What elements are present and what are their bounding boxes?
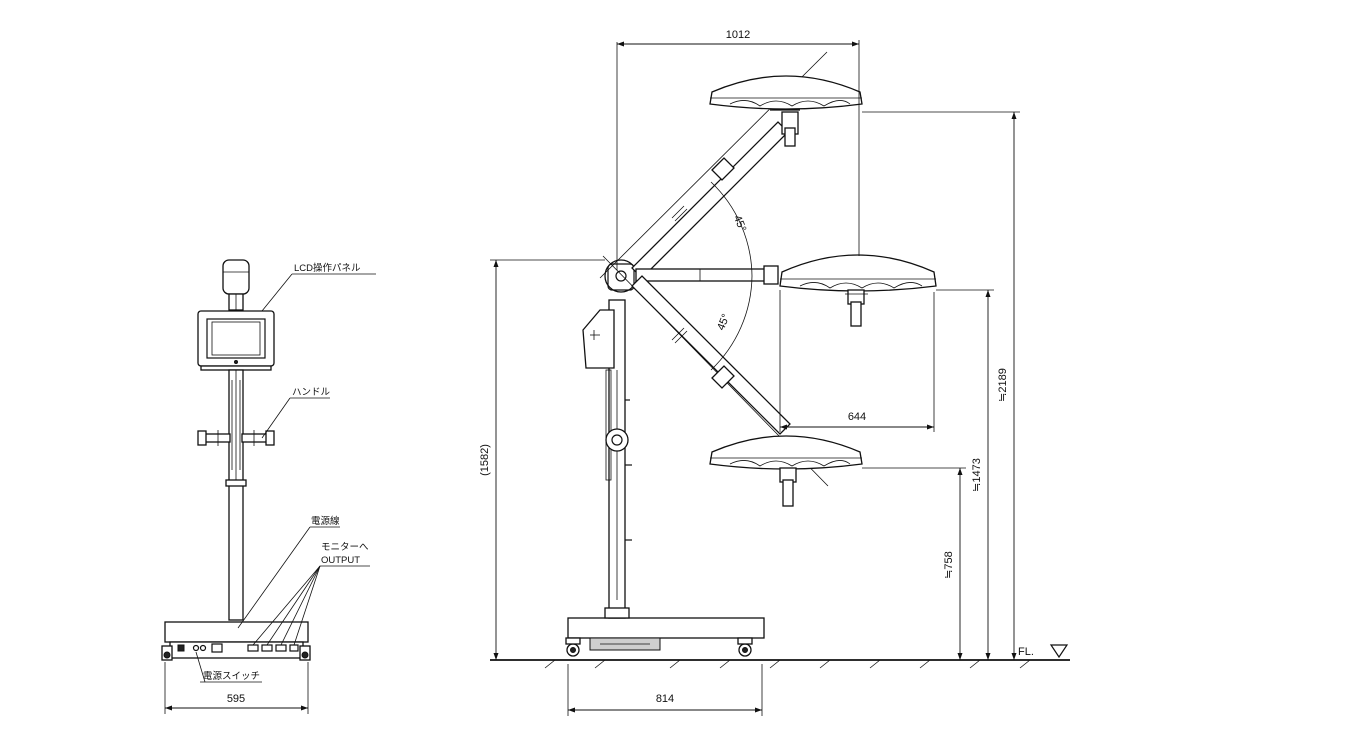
- lower-arm: [631, 275, 791, 435]
- horizontal-arm: [635, 265, 779, 285]
- dim-arm-length: 644: [848, 411, 866, 423]
- angle-arc-upper: [710, 181, 753, 277]
- dim-min-height: ≒758: [943, 551, 955, 579]
- label-power-switch: 電源スイッチ: [203, 671, 260, 682]
- floor-label: FL.: [1018, 646, 1034, 658]
- upper-light: [709, 75, 863, 147]
- front-view: LCD操作パネル ハンドル 電源線 モニターへ OUTPUT 電源スイッチ 59…: [161, 259, 376, 714]
- floor-triangle-icon: [1049, 644, 1069, 659]
- lcd-monitor: [197, 310, 275, 371]
- upper-arm: [631, 121, 789, 279]
- side-column: [604, 299, 632, 619]
- camera-head: [222, 259, 250, 311]
- middle-light: [779, 254, 937, 327]
- side-base: [565, 617, 765, 657]
- angle-arc-lower: [710, 275, 753, 371]
- floor-hatch: [544, 659, 1031, 669]
- angle-lower: 45°: [715, 312, 732, 332]
- label-power-cord: 電源線: [311, 515, 340, 527]
- dim-front-width: 595: [227, 693, 245, 705]
- handles: [197, 430, 275, 446]
- dim-pivot-height: (1582): [479, 444, 491, 476]
- pivot-joint: [604, 259, 638, 293]
- label-lcd-panel: LCD操作パネル: [294, 262, 361, 274]
- dim-max-reach: 1012: [726, 29, 750, 41]
- label-handle: ハンドル: [292, 387, 331, 398]
- dim-base-width: 814: [656, 693, 674, 705]
- side-view: FL.: [479, 29, 1070, 716]
- front-base: [161, 621, 311, 661]
- angle-upper: 45°: [731, 214, 748, 234]
- dim-mid-height: ≒1473: [971, 458, 983, 492]
- label-output: OUTPUT: [321, 555, 360, 566]
- dim-max-height: ≒2189: [997, 368, 1009, 402]
- front-pole: [225, 369, 247, 621]
- label-to-monitor: モニターへ: [321, 542, 369, 553]
- side-monitor: [582, 309, 615, 369]
- lower-light: [709, 435, 863, 507]
